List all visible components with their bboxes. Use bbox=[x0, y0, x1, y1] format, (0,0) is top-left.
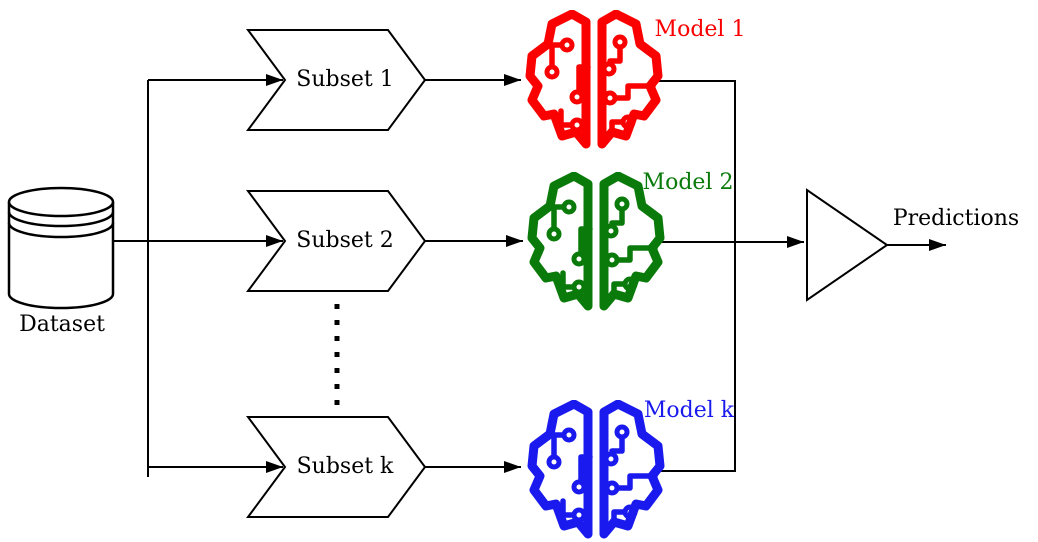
model-1-brain-icon bbox=[530, 14, 658, 144]
subset-k-label: Subset k bbox=[296, 454, 394, 479]
database-ring-1 bbox=[7, 211, 115, 228]
subset-2-label: Subset 2 bbox=[296, 228, 394, 253]
predictions-label: Predictions bbox=[892, 206, 1020, 231]
subset-k-shape bbox=[246, 416, 427, 518]
subset-1-shape bbox=[246, 29, 427, 131]
database-body bbox=[7, 202, 115, 310]
connector-models-collector bbox=[656, 80, 736, 472]
database-ring-2 bbox=[7, 222, 115, 239]
database-top bbox=[7, 186, 115, 218]
dataset-label: Dataset bbox=[19, 312, 105, 337]
subset-2-shape bbox=[246, 190, 427, 292]
model-k-label: Model k bbox=[643, 398, 735, 423]
subset-1-label: Subset 1 bbox=[296, 67, 394, 92]
database-icon bbox=[7, 186, 115, 310]
model-1-label: Model 1 bbox=[654, 17, 746, 42]
model-2-label: Model 2 bbox=[642, 170, 734, 195]
aggregator-triangle bbox=[806, 188, 889, 302]
